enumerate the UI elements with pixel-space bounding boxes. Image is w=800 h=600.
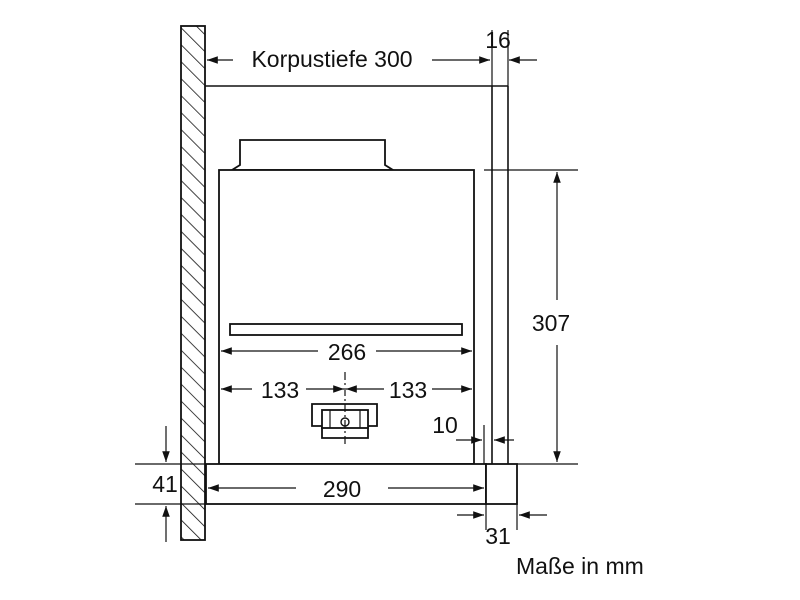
- handle-depth-label: 31: [485, 523, 511, 549]
- wall-hatched: [180, 25, 206, 541]
- front-offset-label: 10: [432, 412, 458, 438]
- dim-base-width: 290: [208, 476, 484, 502]
- units-note: Maße in mm: [516, 553, 644, 579]
- front-thickness-label: 16: [485, 27, 511, 53]
- dim-half-widths: 133 133: [221, 377, 472, 403]
- motor-connector: [311, 372, 378, 444]
- base-height-label: 41: [152, 471, 178, 497]
- half-left-label: 133: [261, 377, 299, 403]
- dim-front-offset: 10: [432, 412, 514, 464]
- base-width-label: 290: [323, 476, 361, 502]
- base-drawer: [135, 463, 578, 505]
- dim-height: 307: [484, 169, 578, 462]
- filter-width-label: 266: [328, 339, 366, 365]
- dim-front-thickness: 16: [485, 27, 537, 64]
- height-label: 307: [532, 310, 570, 336]
- dim-handle-depth: 31: [457, 504, 547, 549]
- dim-base-height: 41: [152, 426, 178, 542]
- half-right-label: 133: [389, 377, 427, 403]
- cabinet-outline: [205, 85, 509, 464]
- dim-filter-width: 266: [221, 339, 472, 365]
- cabinet-depth-label: Korpustiefe 300: [251, 46, 412, 72]
- dim-cabinet-depth: Korpustiefe 300: [207, 30, 509, 86]
- hood-body: [218, 139, 475, 465]
